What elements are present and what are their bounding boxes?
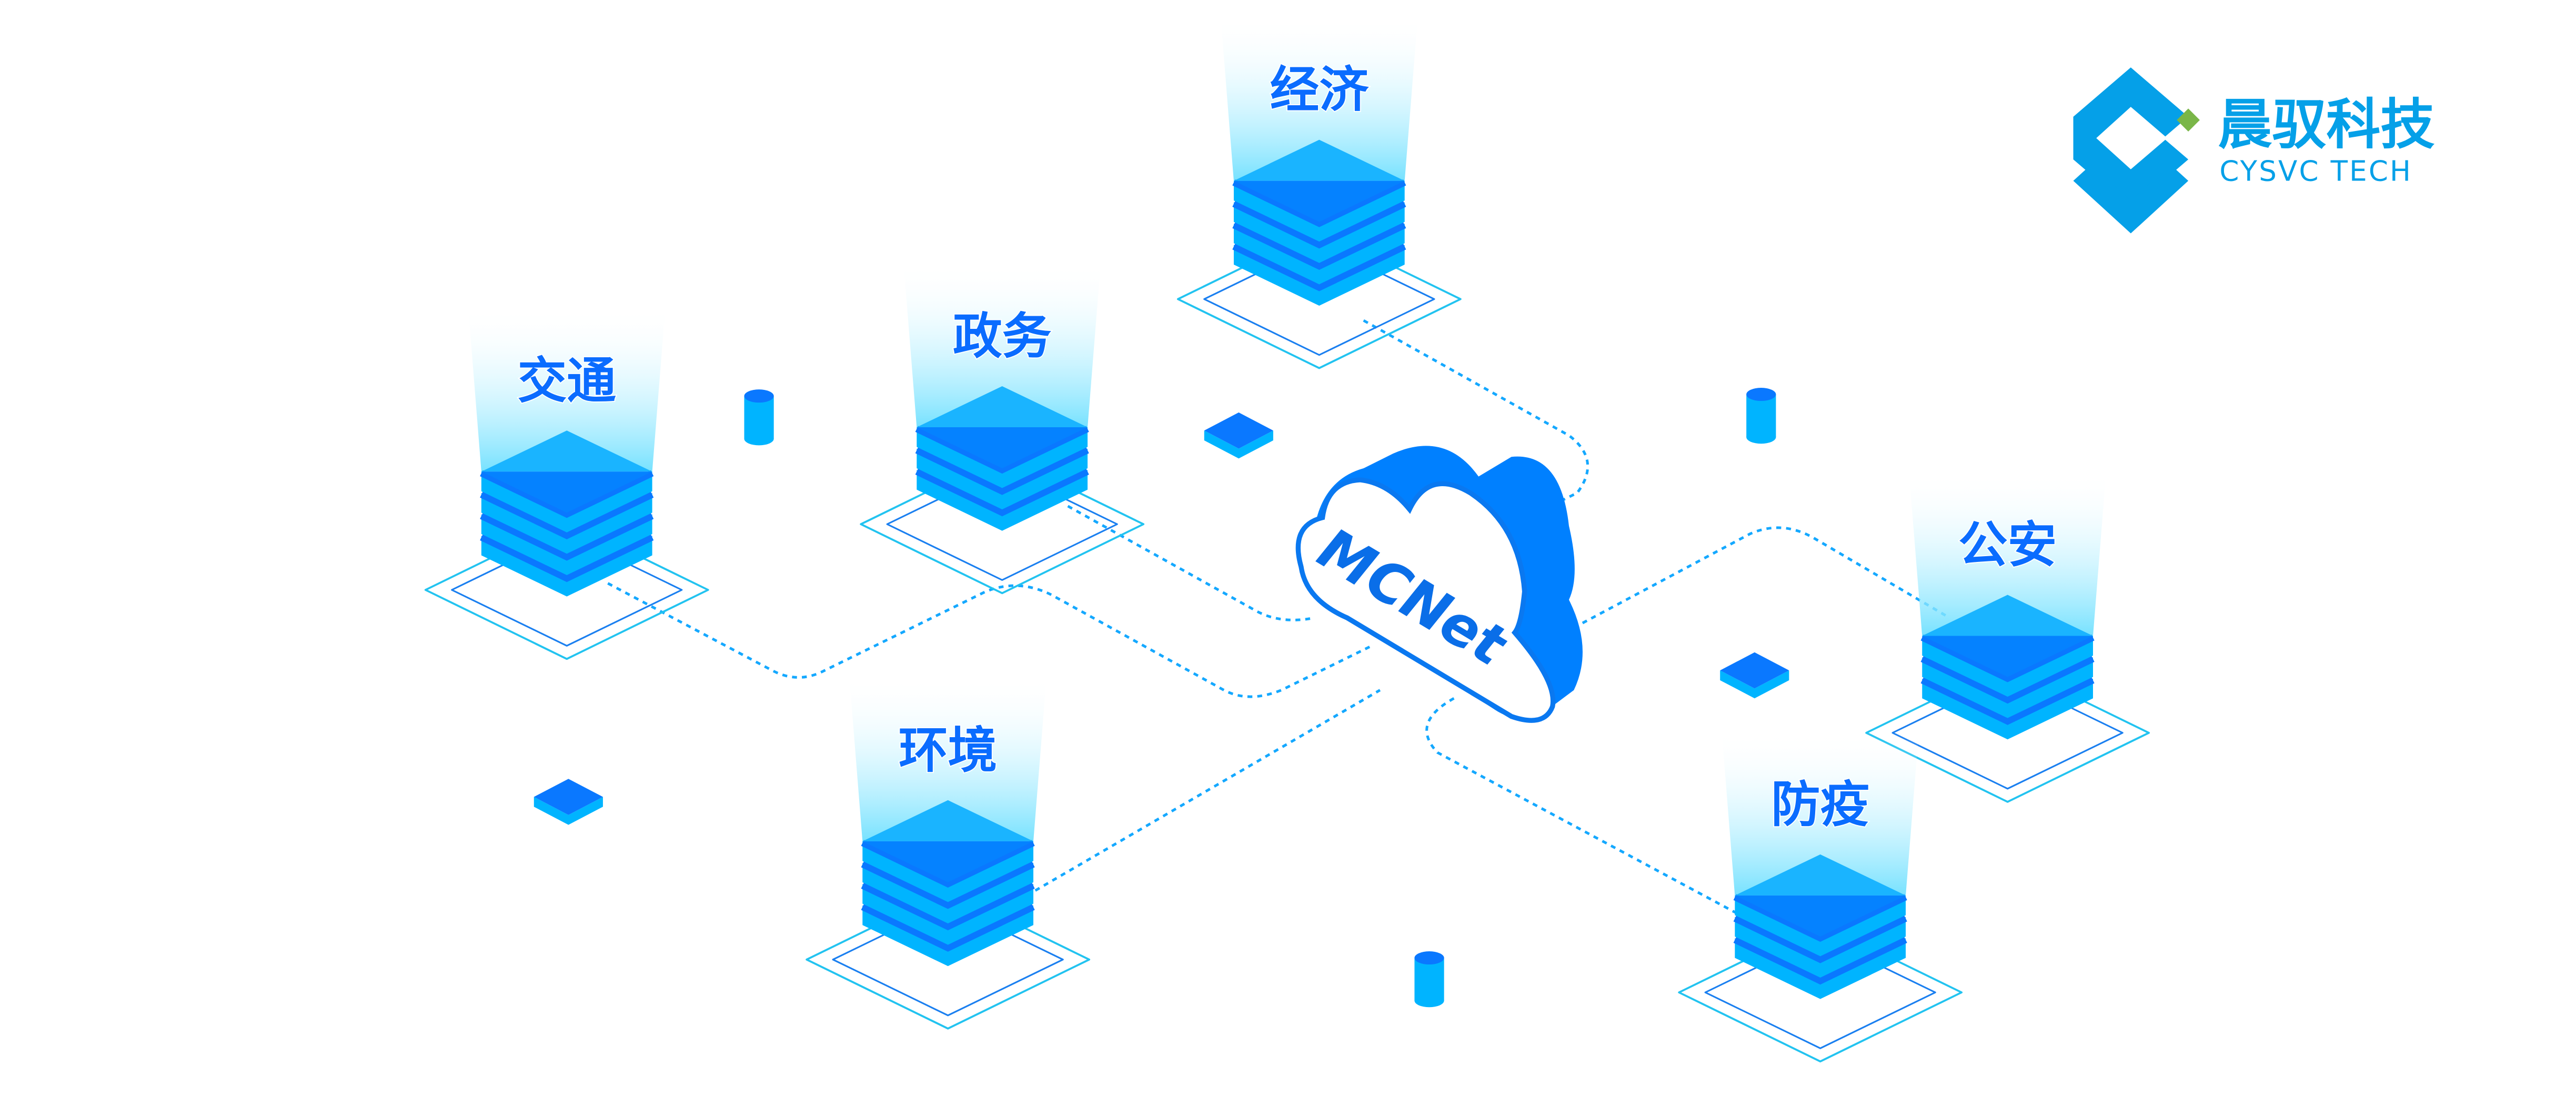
server-layer [1233,202,1405,263]
server-top-light [1922,595,2093,636]
logo-name-en: CYSVC TECH [2219,155,2412,188]
server-node-traffic[interactable]: 交通 [424,307,709,660]
layer-edge [861,904,1035,952]
server-layer [1735,917,1906,978]
server-node-environment[interactable]: 环境 [806,677,1091,1030]
server-top-dark [917,427,1088,469]
logo-name-cn: 晨驭科技 [2218,93,2434,156]
layer-edge [1232,179,1406,227]
light-beam [849,677,1046,841]
layer-edge [1920,656,2095,704]
light-beam [1909,471,2106,636]
server-layer [917,448,1088,510]
server-layer [481,514,652,576]
light-beam [903,263,1101,427]
layer-edge [1733,937,1907,985]
light-beam [1220,16,1418,181]
mcnet-cloud: MCNet [1295,446,1583,723]
layer-edge [480,534,654,582]
light-beam [1722,731,1919,896]
server-layer [862,884,1034,945]
small-cube-icon [1204,412,1273,459]
node-label-economy: 经济 [1270,62,1370,119]
link-economy [1363,319,1589,530]
layer-edge [861,882,1035,931]
company-logo: 晨驭科技 CYSVC TECH [2073,67,2434,234]
link-public-security [1573,526,1948,629]
layer-edge [1733,915,1907,963]
server-layer [862,905,1034,967]
node-label-public-security: 公安 [1958,517,2057,574]
layer-edge [1920,635,2095,682]
layer-edge [1232,243,1406,291]
server-layer [1735,938,1906,999]
cloud-face [1295,477,1556,723]
database-cylinder-icon [1414,951,1444,1008]
server-top-dark [481,471,652,513]
server-layer [1233,180,1405,242]
layer-edge [915,426,1089,474]
server-layer [1922,678,2093,740]
server-top-light [1233,139,1405,181]
server-node-economy[interactable]: 经济 [1176,16,1462,369]
server-top-dark [862,841,1034,882]
light-beam [468,307,666,472]
link-epidemic [1425,697,1750,921]
node-label-government: 政务 [953,308,1052,365]
server-top-dark [1735,895,1906,937]
link-environment [1026,689,1381,897]
server-layer [1922,636,2093,697]
layer-edge [1733,894,1907,942]
server-top-light [917,386,1088,427]
server-node-public-security[interactable]: 公安 [1865,471,2150,803]
server-layer [917,427,1088,488]
logo-mark-icon [2073,67,2200,234]
server-layer [862,841,1034,902]
layer-edge [861,840,1035,888]
server-layer [1233,245,1405,306]
node-label-environment: 环境 [899,722,997,779]
server-top-light [481,430,652,472]
server-top-dark [1233,180,1405,222]
layer-edge [915,447,1089,495]
layer-edge [915,468,1089,517]
server-node-epidemic-prevention[interactable]: 防疫 [1678,731,1963,1063]
server-top-light [862,800,1034,841]
server-layer [862,862,1034,923]
server-layer [1922,657,2093,718]
small-cube-icon [534,779,603,825]
node-label-traffic: 交通 [518,353,616,410]
server-layer [917,470,1088,531]
layer-edge [1920,677,2095,725]
layer-edge [861,861,1035,909]
server-layer [1735,895,1906,957]
server-top-dark [1922,636,2093,677]
server-layer [481,536,652,597]
link-government [1067,505,1315,621]
server-layer [1233,223,1405,285]
server-top-light [1735,854,1906,896]
layer-edge [480,491,654,540]
layer-edge [1232,222,1406,270]
server-node-government[interactable]: 政务 [860,263,1145,595]
layer-edge [480,512,654,561]
layer-edge [480,470,654,518]
small-cube-icon [1720,652,1789,699]
database-cylinder-icon [1746,388,1776,444]
database-cylinder-icon [744,389,774,446]
server-layer [481,471,652,532]
layer-edge [1232,200,1406,249]
node-label-epidemic-prevention: 防疫 [1771,776,1869,833]
server-layer [481,492,652,554]
